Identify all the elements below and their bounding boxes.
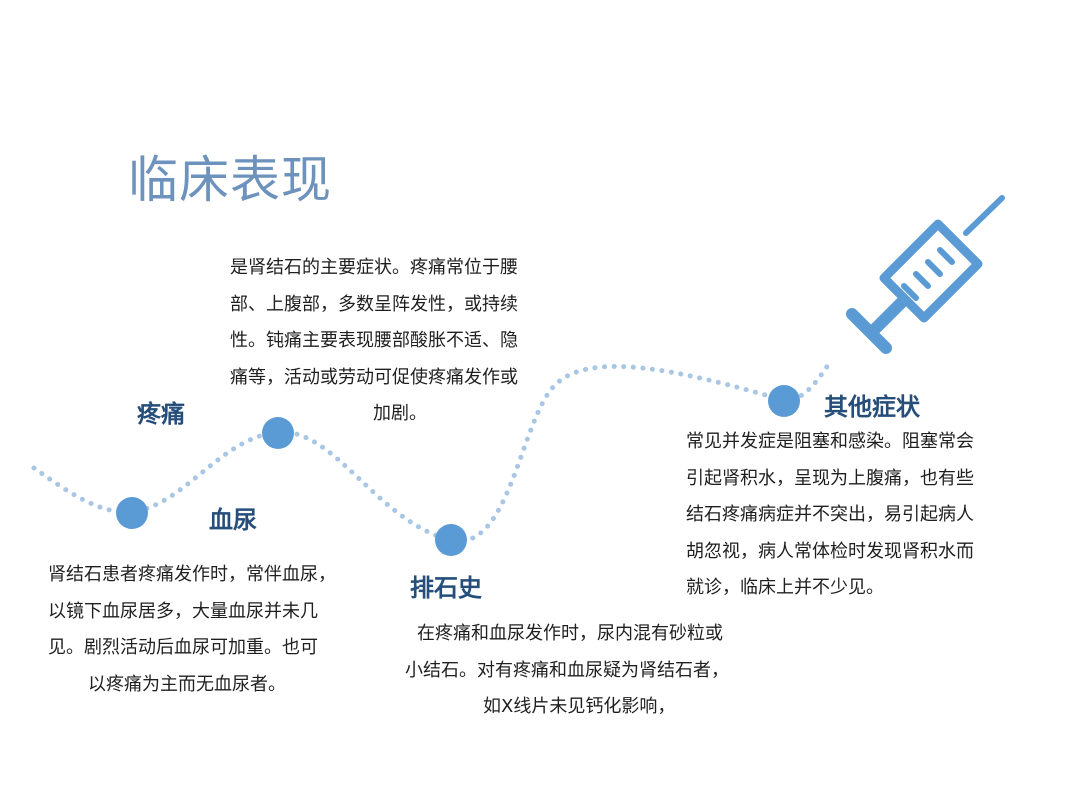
hematuria-line: 以镜下血尿居多，大量血尿并未几 (48, 600, 318, 622)
stone-history-description: 在疼痛和血尿发作时，尿内混有砂粒或 小结石。对有疼痛和血尿疑为肾结石者， 如X线… (405, 616, 785, 726)
hematuria-description: 肾结石患者疼痛发作时，常伴血尿， 以镜下血尿居多，大量血尿并未几 见。剧烈活动后… (48, 557, 378, 703)
heading-stone-history: 排石史 (410, 574, 482, 602)
pain-description: 是肾结石的主要症状。疼痛常位于腰 部、上腹部，多数呈阵发性，或持续 性。钝痛主要… (230, 250, 570, 433)
syringe-icon (846, 195, 1005, 354)
pain-line: 痛等，活动或劳动可促使疼痛发作或 (230, 366, 518, 388)
node-stone-history (435, 524, 467, 556)
pain-line: 性。钝痛主要表现腰部酸胀不适、隐 (230, 330, 518, 351)
pain-line: 是肾结石的主要症状。疼痛常位于腰 (230, 257, 518, 278)
stone-history-line: 如X线片未见钙化影响， (483, 696, 676, 717)
other-symptoms-line: 常见并发症是阻塞和感染。阻塞常会 (686, 431, 974, 452)
heading-hematuria: 血尿 (209, 506, 257, 534)
other-symptoms-line: 引起肾积水，呈现为上腹痛，也有些 (686, 467, 974, 489)
node-hematuria (116, 497, 148, 529)
stone-history-line: 在疼痛和血尿发作时，尿内混有砂粒或 (417, 623, 723, 644)
other-symptoms-line: 就诊，临床上并不少见。 (686, 577, 884, 598)
other-symptoms-line: 胡忽视，病人常体检时发现肾积水而 (686, 540, 974, 562)
hematuria-line: 肾结石患者疼痛发作时，常伴血尿， (48, 564, 336, 585)
pain-line: 加剧。 (373, 403, 427, 424)
pain-line: 部、上腹部，多数呈阵发性，或持续 (230, 293, 518, 315)
node-other-symptoms (768, 385, 800, 417)
other-symptoms-line: 结石疼痛病症并不突出，易引起病人 (686, 504, 974, 525)
node-pain (262, 417, 294, 449)
page-title: 临床表现 (128, 151, 332, 209)
heading-other-symptoms: 其他症状 (824, 393, 920, 421)
stone-history-line: 小结石。对有疼痛和血尿疑为肾结石者， (405, 659, 729, 681)
heading-pain: 疼痛 (137, 400, 185, 428)
hematuria-line: 以疼痛为主而无血尿者。 (88, 673, 286, 695)
hematuria-line: 见。剧烈活动后血尿可加重。也可 (48, 637, 318, 658)
other-symptoms-description: 常见并发症是阻塞和感染。阻塞常会 引起肾积水，呈现为上腹痛，也有些 结石疼痛病症… (686, 424, 1036, 607)
